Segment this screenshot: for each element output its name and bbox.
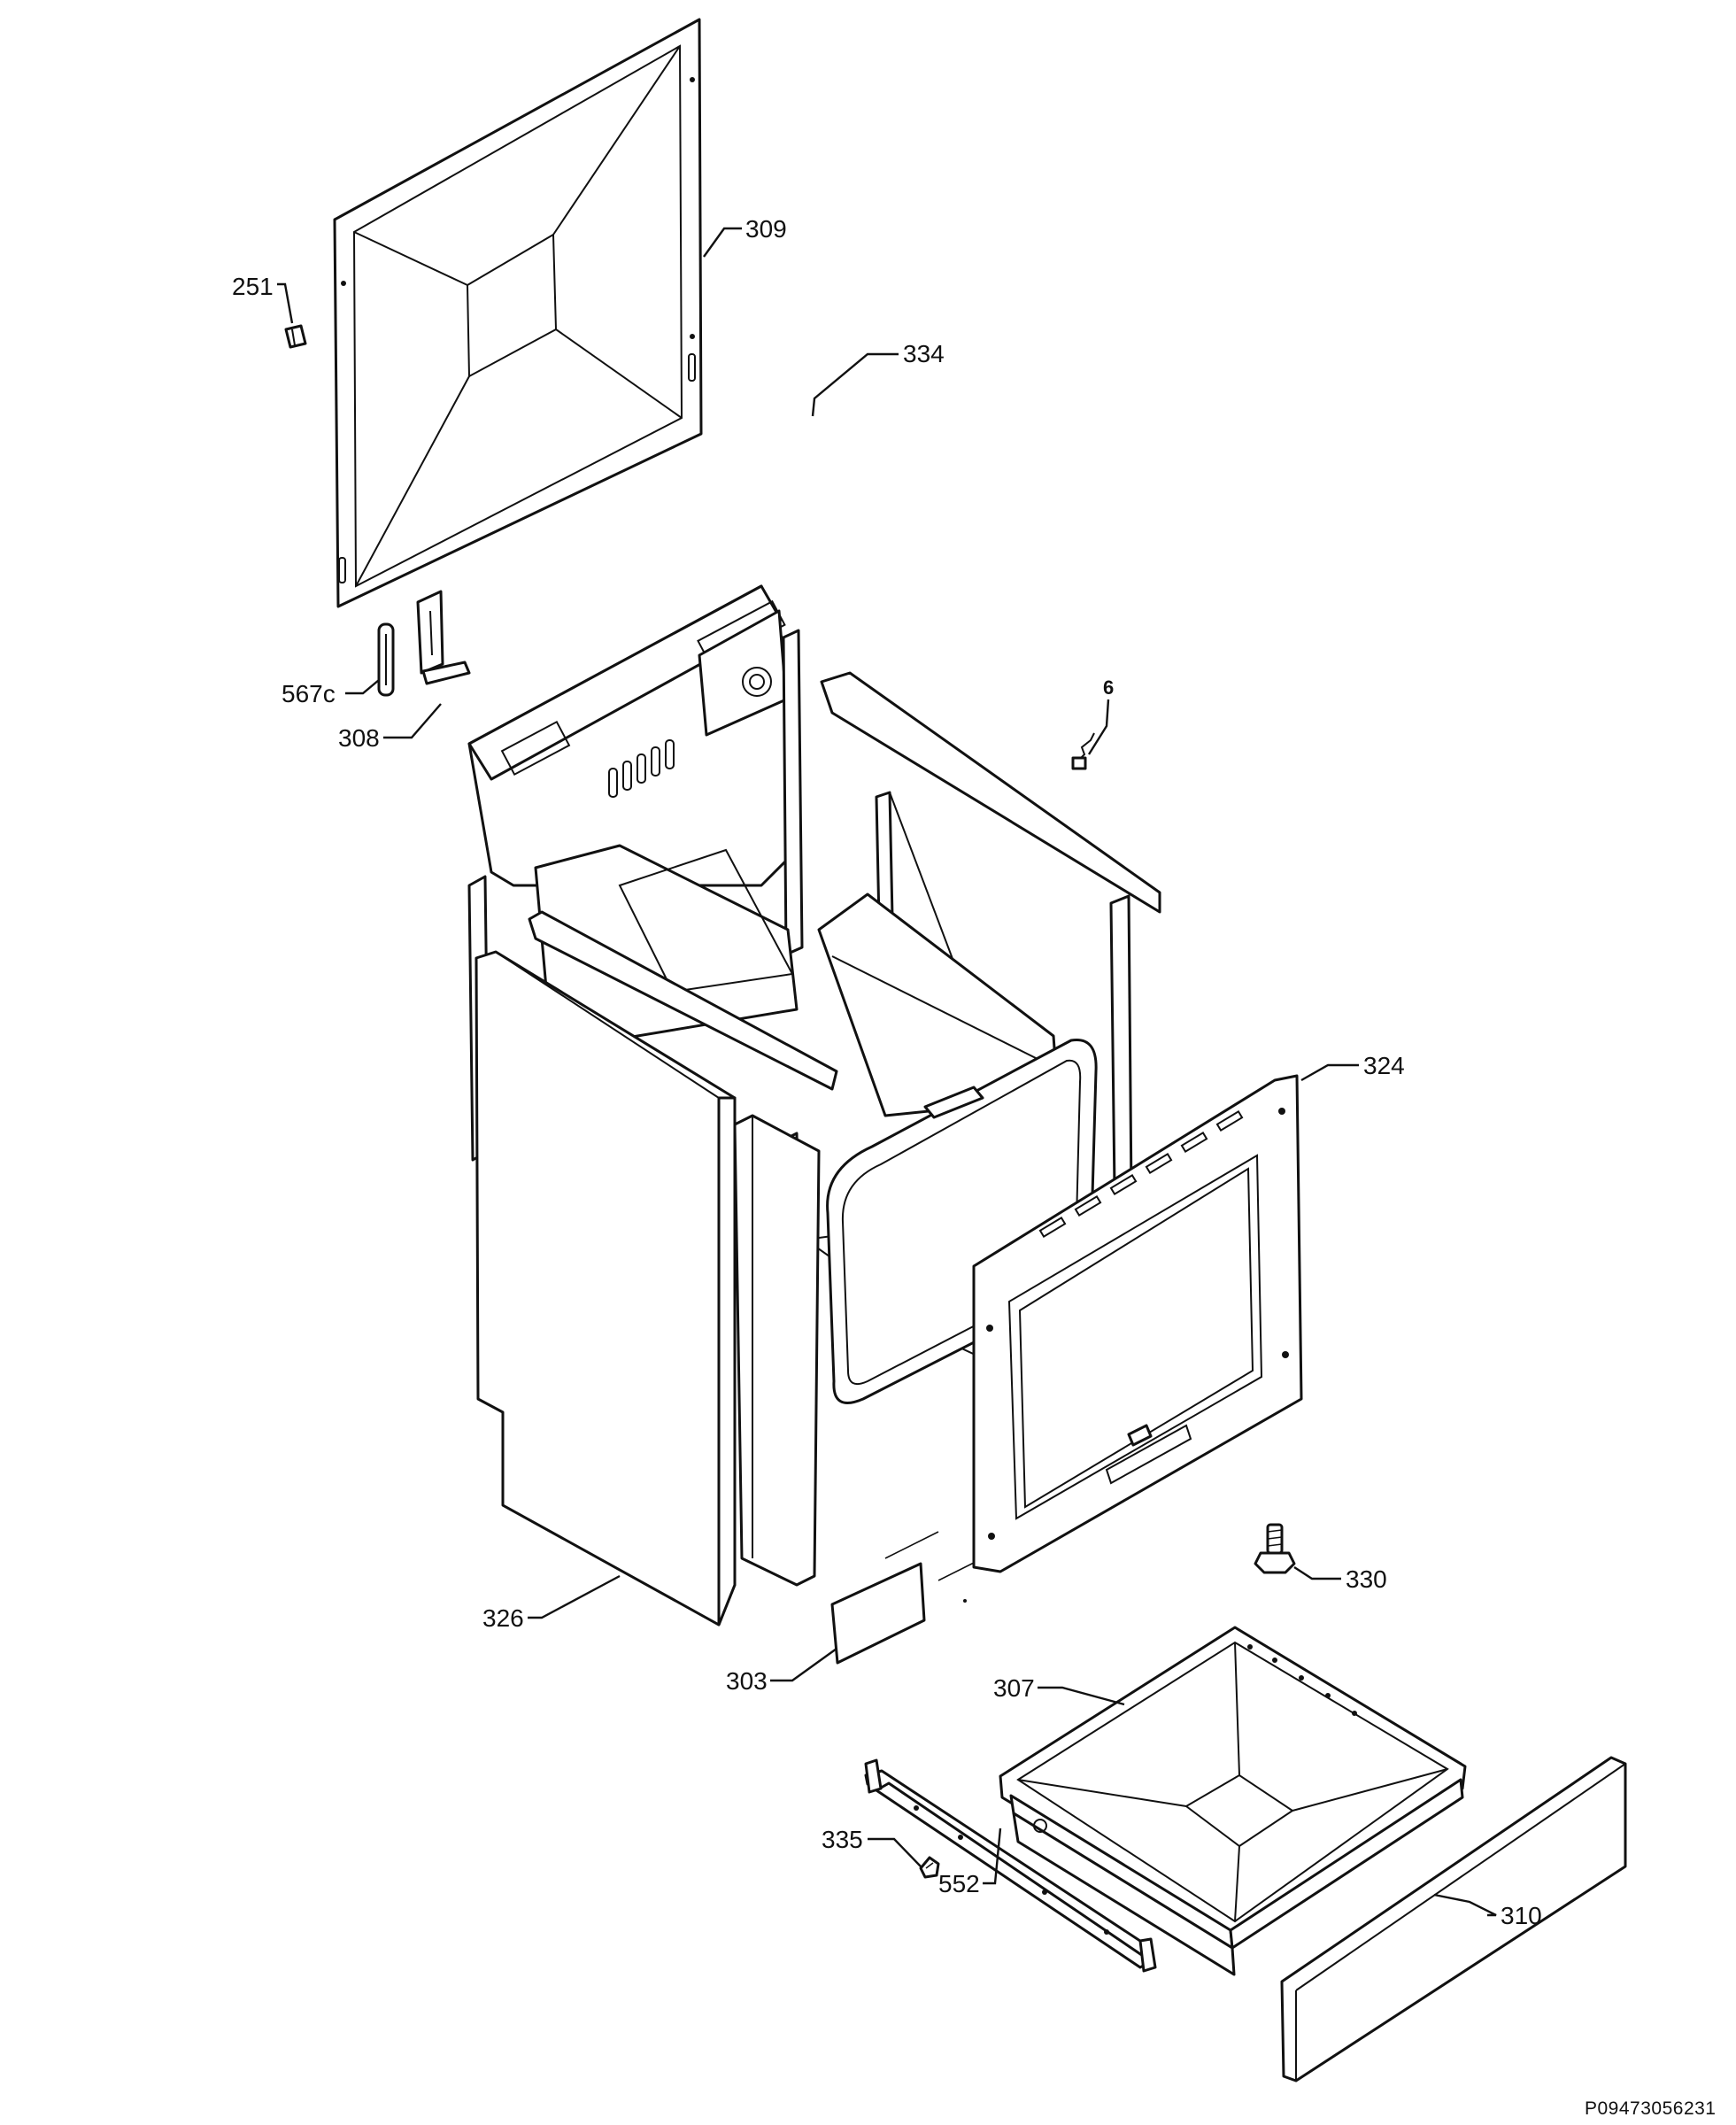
back-panel-part [333,18,703,608]
spring-part [1071,732,1095,770]
hinge-part [416,590,471,685]
screw-part [919,1856,940,1879]
front-door-frame-part [972,1074,1303,1573]
callout-labels: 309 251 334 567c 308 6 324 330 326 303 3… [232,215,1542,1929]
drawer-runner-part [864,1758,1157,1973]
callout-567c: 567c [282,680,336,707]
callout-308: 308 [338,724,380,752]
callout-310: 310 [1501,1902,1542,1929]
callout-251: 251 [232,273,274,300]
callout-309: 309 [745,215,787,243]
drawer-tray-part [999,1626,1467,1976]
callout-326: 326 [482,1604,524,1632]
callout-6: 6 [1103,676,1114,699]
glass-strip-part [830,1531,975,1665]
side-panel-part [475,950,737,1627]
callout-330: 330 [1346,1565,1387,1593]
callout-335: 335 [822,1826,863,1853]
front-frame-part [733,1114,821,1587]
door-vent-slots [1038,1109,1244,1239]
leader-lines [277,227,1497,1917]
callout-303: 303 [726,1667,768,1695]
callout-552: 552 [938,1870,980,1897]
callout-334: 334 [903,340,945,367]
callout-324: 324 [1363,1052,1405,1079]
strip-part [377,622,395,697]
adjustable-foot-part [1254,1523,1296,1574]
vent-slots [608,739,675,798]
clip-part [284,324,307,349]
drawer-front-panel-part [1280,1756,1627,2082]
callout-307: 307 [993,1674,1035,1702]
reference-code: P09473056231 [1585,2098,1716,2119]
